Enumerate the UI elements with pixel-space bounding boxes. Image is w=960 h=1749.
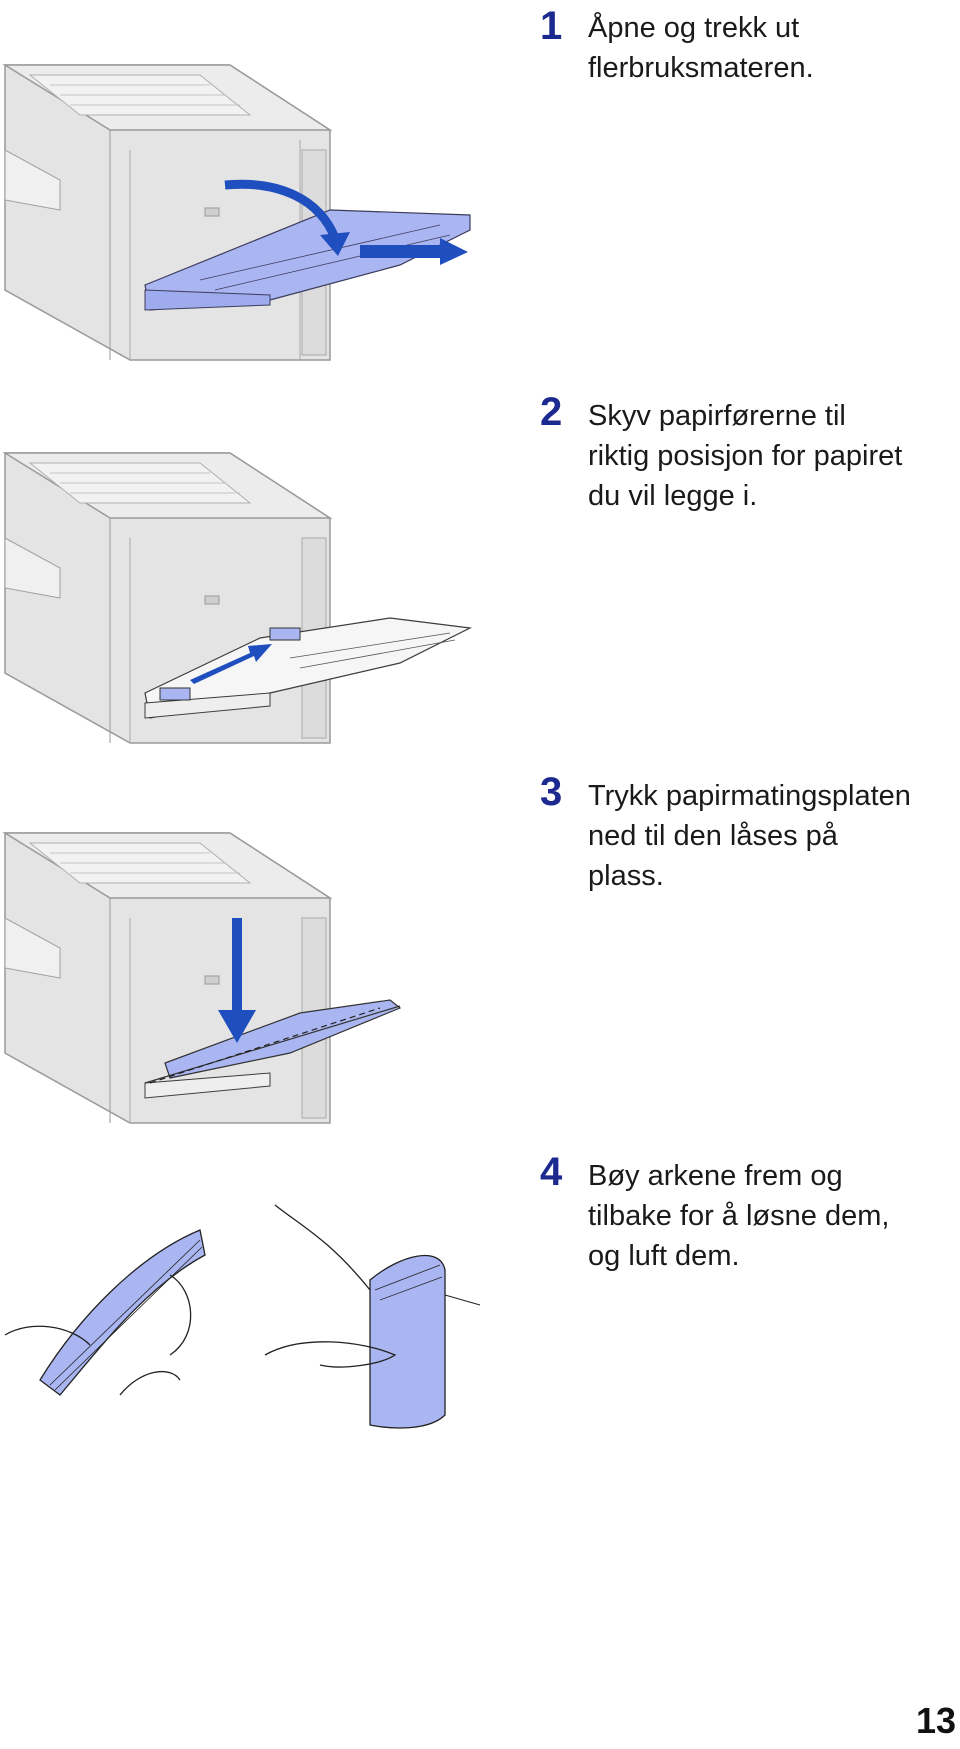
step-3-illustration: [2, 832, 402, 1124]
step-3-text: Trykk papirmatingsplaten ned til den lås…: [588, 780, 911, 892]
step-1-text: Åpne og trekk ut flerbruksmateren.: [588, 12, 814, 84]
open-arrow-icon: [224, 179, 340, 240]
guide-arrow-icon: [190, 644, 272, 684]
step-4-illustration: [4, 1204, 481, 1429]
step-2-text: Skyv papirførerne til riktig posisjon fo…: [588, 400, 903, 512]
step-1-illustration: [2, 64, 471, 361]
tray-illustration: [144, 999, 402, 1099]
printer-illustration: [2, 832, 333, 1124]
step-2-number: 2: [540, 390, 563, 434]
flex-stack-illustration: [4, 1229, 206, 1396]
step-4-number: 4: [540, 1150, 563, 1194]
tray-illustration: [144, 617, 473, 719]
tray-illustration: [144, 209, 471, 311]
step-2-illustration: [2, 452, 473, 744]
printer-illustration: [2, 64, 333, 361]
page-number: 13: [915, 1700, 956, 1741]
pull-out-arrow-icon: [360, 238, 468, 265]
fan-stack-illustration: [264, 1204, 481, 1429]
printer-illustration: [2, 452, 333, 744]
step-1-number: 1: [540, 4, 563, 48]
press-down-arrow-icon: [232, 918, 242, 1013]
step-3-number: 3: [540, 770, 563, 814]
step-4-text: Bøy arkene frem og tilbake for å løsne d…: [588, 1160, 890, 1272]
